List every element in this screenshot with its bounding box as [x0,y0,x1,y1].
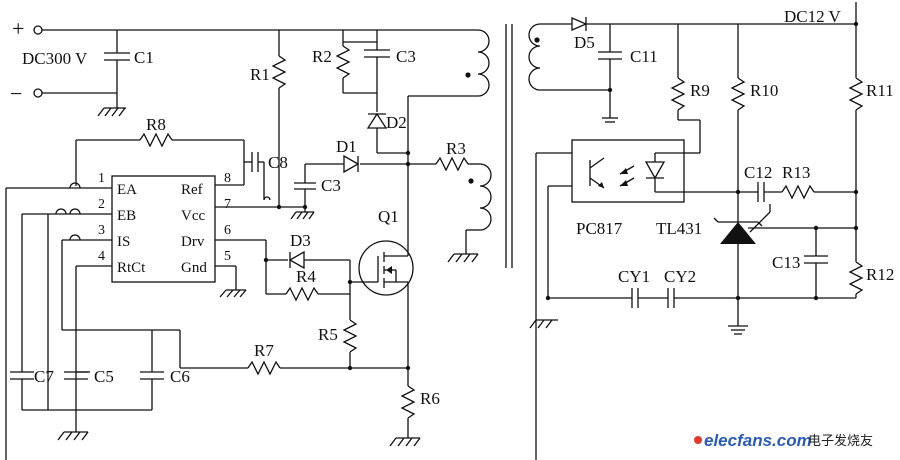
c12-label: C12 [744,163,772,182]
controller-ic: EA EB IS RtCt Ref Vcc Drv Gnd 1 2 3 4 8 … [98,171,231,283]
shunt-tl431: TL431 [656,204,856,335]
ic-gnd [215,265,247,298]
d1-label: D1 [336,137,357,156]
plus-label: + [12,16,24,41]
vcc-wiring [215,204,308,210]
pin-num-3: 3 [98,223,105,238]
r13-label: R13 [782,163,810,182]
capacitor-c5: C5 [64,367,114,386]
watermark-cn: 电子发烧友 [808,433,873,448]
r12-label: R12 [866,265,894,284]
mosfet-q1: Q1 [358,207,414,368]
divider-r11-r12: R11 R12 [848,24,894,298]
c13-label: C13 [772,253,800,272]
pin-name-eb: EB [117,208,136,224]
r11-label: R11 [866,81,894,100]
pin-num-2: 2 [98,197,105,212]
y-capacitors: CY1 CY2 [548,267,856,308]
d5-label: D5 [574,33,595,52]
d2-label: D2 [386,113,407,132]
d3-label: D3 [290,231,311,250]
gate-drive: D3 R4 [215,231,368,320]
transformer-core [505,24,513,268]
r10-label: R10 [750,81,778,100]
ic-body [111,175,216,283]
watermark-site: elecfans.com [704,431,812,450]
c3b-label: C3 [321,176,341,195]
c1-label: C1 [134,48,154,67]
pin-name-drv: Drv [181,234,205,250]
pin-name-is: IS [117,234,130,250]
tl431-label: TL431 [656,219,702,238]
pc817-label: PC817 [576,219,623,238]
pin-num-5: 5 [224,249,231,264]
r7-label: R7 [254,341,274,360]
pc817-body [571,139,685,203]
c3a-label: C3 [396,47,416,66]
pin-name-vcc: Vcc [181,208,205,224]
r9-label: R9 [690,81,710,100]
c5-label: C5 [94,367,114,386]
dc-in-label: DC300 V [22,49,88,68]
c8-label: C8 [268,153,288,172]
c7-label: C7 [34,367,54,386]
diode-d5: D5 [571,17,856,52]
compensation-c12-r13: C12 R13 [735,163,856,202]
dc-output: DC12 V [784,2,859,27]
resistor-r1: R1 [250,30,287,207]
optocoupler-pc817: PC817 [529,139,738,460]
input-terminals: + − DC300 V [10,16,408,106]
pin-name-rtct: RtCt [117,260,146,276]
aux-winding: R3 [408,139,492,263]
r3-label: R3 [446,139,466,158]
capacitor-c8: C8 [215,140,288,201]
diode-d2: D2 [366,93,408,154]
cy2-label: CY2 [664,267,696,286]
capacitor-c6: C6 [140,330,190,410]
current-sense: R7 R6 [247,341,440,447]
watermark: elecfans.com 电子发烧友 [694,431,873,450]
r2-label: R2 [312,47,332,66]
ic-left-wiring [5,182,248,460]
pin-num-1: 1 [98,171,105,186]
r4-label: R4 [296,267,316,286]
q1-label: Q1 [378,207,399,226]
diode-d1: D1 [305,137,408,174]
resistor-r5: R5 [318,319,358,368]
r5-label: R5 [318,325,338,344]
pin-num-8: 8 [224,171,231,186]
pin-num-7: 7 [224,197,231,212]
transformer-secondary [528,23,610,91]
pin-num-6: 6 [224,223,231,238]
c6-label: C6 [170,367,190,386]
r1-label: R1 [250,65,270,84]
snubber-r2-c3: R2 C3 [312,30,416,94]
minus-label: − [10,81,22,106]
resistor-r8: R8 [75,115,244,186]
plus-terminal [33,25,43,35]
pin-name-ref: Ref [181,182,203,198]
r8-label: R8 [146,115,166,134]
capacitor-c7: C7 [10,213,54,410]
r6-label: R6 [420,389,440,408]
dc-out-label: DC12 V [784,7,842,26]
bottom-ground-bus [22,409,152,441]
resistor-r9: R9 [670,24,710,154]
capacitor-c13: C13 [772,225,828,298]
transformer-primary [405,29,490,236]
c11-label: C11 [630,47,658,66]
capacitor-c1: C1 [97,30,154,117]
pin-num-4: 4 [98,249,105,264]
pin-name-ea: EA [117,182,137,198]
pin-name-gnd: Gnd [181,260,207,276]
capacitor-c11: C11 [598,24,658,123]
cy1-label: CY1 [618,267,650,286]
minus-terminal [33,88,43,98]
capacitor-c3-vcc: C3 [290,164,341,220]
resistor-r10: R10 [730,24,778,222]
